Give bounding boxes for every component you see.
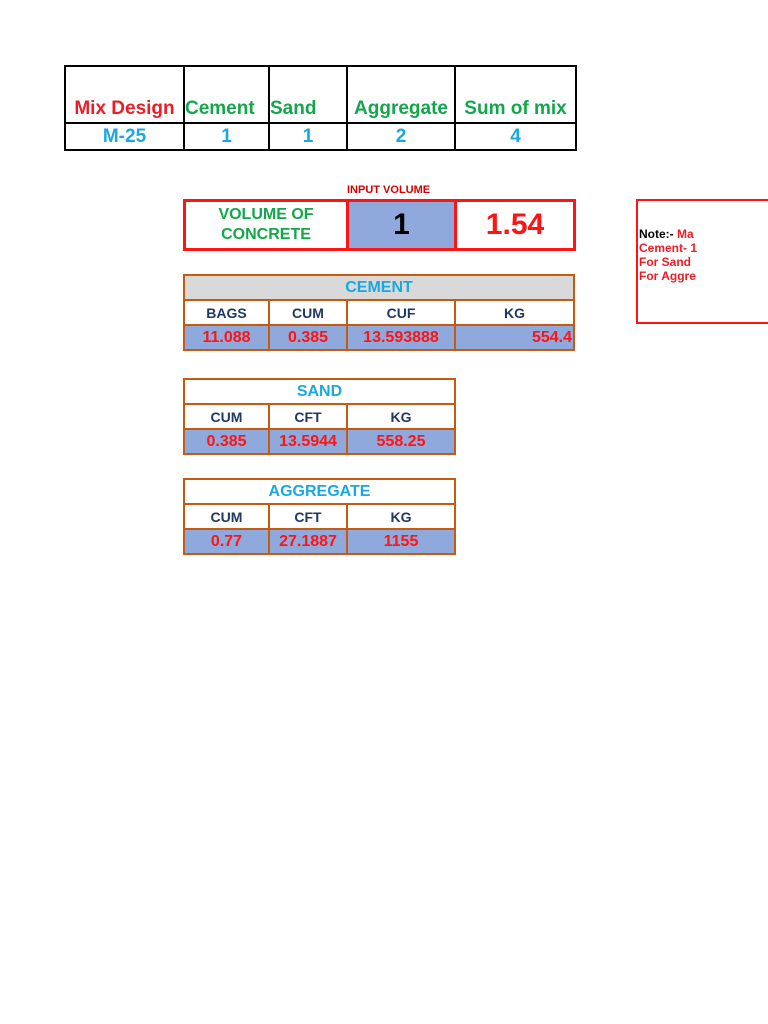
cement-cuf-cell[interactable]: 13.593888 <box>346 324 456 351</box>
note-box: Note:- Ma Cement- 1 For Sand For Aggre <box>636 199 768 324</box>
header-mix-design: Mix Design <box>64 65 185 124</box>
cement-col-bags: BAGS <box>183 299 270 326</box>
cement-column-headers: BAGS CUM CUF KG <box>183 299 575 326</box>
aggregate-cft-cell[interactable]: 27.1887 <box>268 528 348 555</box>
header-aggregate: Aggregate <box>346 65 456 124</box>
header-sum-of-mix: Sum of mix <box>454 65 577 124</box>
sand-col-cum: CUM <box>183 403 270 430</box>
note-label: Note:- <box>639 227 674 241</box>
cement-cum-cell[interactable]: 0.385 <box>268 324 348 351</box>
aggregate-values-row: 0.77 27.1887 1155 <box>183 528 456 555</box>
aggregate-ratio-cell[interactable]: 2 <box>346 122 456 151</box>
cement-col-cuf: CUF <box>346 299 456 326</box>
sand-col-cft: CFT <box>268 403 348 430</box>
aggregate-col-cft: CFT <box>268 503 348 530</box>
cement-col-kg: KG <box>454 299 575 326</box>
header-cement: Cement <box>183 65 270 124</box>
sand-table: SAND CUM CFT KG 0.385 13.5944 558.25 <box>183 378 456 455</box>
mix-design-table: Mix Design Cement Sand Aggregate Sum of … <box>64 65 577 151</box>
volume-of-concrete-label: VOLUME OF CONCRETE <box>183 199 349 251</box>
note-first-line: Note:- Ma <box>639 227 768 241</box>
aggregate-col-cum: CUM <box>183 503 270 530</box>
volume-table: VOLUME OF CONCRETE 1 1.54 <box>183 199 576 251</box>
sum-of-mix-cell[interactable]: 4 <box>454 122 577 151</box>
input-volume-caption: INPUT VOLUME <box>347 184 431 196</box>
aggregate-col-kg: KG <box>346 503 456 530</box>
sand-title: SAND <box>183 378 456 405</box>
cement-bags-cell[interactable]: 11.088 <box>183 324 270 351</box>
note-line-aggregate: For Aggre <box>639 269 696 283</box>
dry-volume-factor-cell[interactable]: 1.54 <box>454 199 576 251</box>
sand-cum-cell[interactable]: 0.385 <box>183 428 270 455</box>
cement-ratio-cell[interactable]: 1 <box>183 122 270 151</box>
aggregate-title: AGGREGATE <box>183 478 456 505</box>
cement-table: CEMENT BAGS CUM CUF KG 11.088 0.385 13.5… <box>183 274 575 351</box>
sand-kg-cell[interactable]: 558.25 <box>346 428 456 455</box>
cement-title: CEMENT <box>183 274 575 301</box>
sand-values-row: 0.385 13.5944 558.25 <box>183 428 456 455</box>
mix-design-header-row: Mix Design Cement Sand Aggregate Sum of … <box>64 65 577 124</box>
note-line-cement: Cement- 1 <box>639 241 698 255</box>
volume-input-cell[interactable]: 1 <box>346 199 457 251</box>
sand-cft-cell[interactable]: 13.5944 <box>268 428 348 455</box>
note-line-sand: For Sand <box>639 255 692 269</box>
sand-col-kg: KG <box>346 403 456 430</box>
aggregate-table: AGGREGATE CUM CFT KG 0.77 27.1887 1155 <box>183 478 456 555</box>
sand-ratio-cell[interactable]: 1 <box>268 122 348 151</box>
mix-grade-cell[interactable]: M-25 <box>64 122 185 151</box>
aggregate-kg-cell[interactable]: 1155 <box>346 528 456 555</box>
aggregate-cum-cell[interactable]: 0.77 <box>183 528 270 555</box>
aggregate-column-headers: CUM CFT KG <box>183 503 456 530</box>
header-sand: Sand <box>268 65 348 124</box>
cement-values-row: 11.088 0.385 13.593888 554.4 <box>183 324 575 351</box>
sand-column-headers: CUM CFT KG <box>183 403 456 430</box>
cement-col-cum: CUM <box>268 299 348 326</box>
cement-kg-cell[interactable]: 554.4 <box>454 324 575 351</box>
note-first-line-rest: Ma <box>677 227 694 241</box>
mix-design-values-row: M-25 1 1 2 4 <box>64 122 577 151</box>
